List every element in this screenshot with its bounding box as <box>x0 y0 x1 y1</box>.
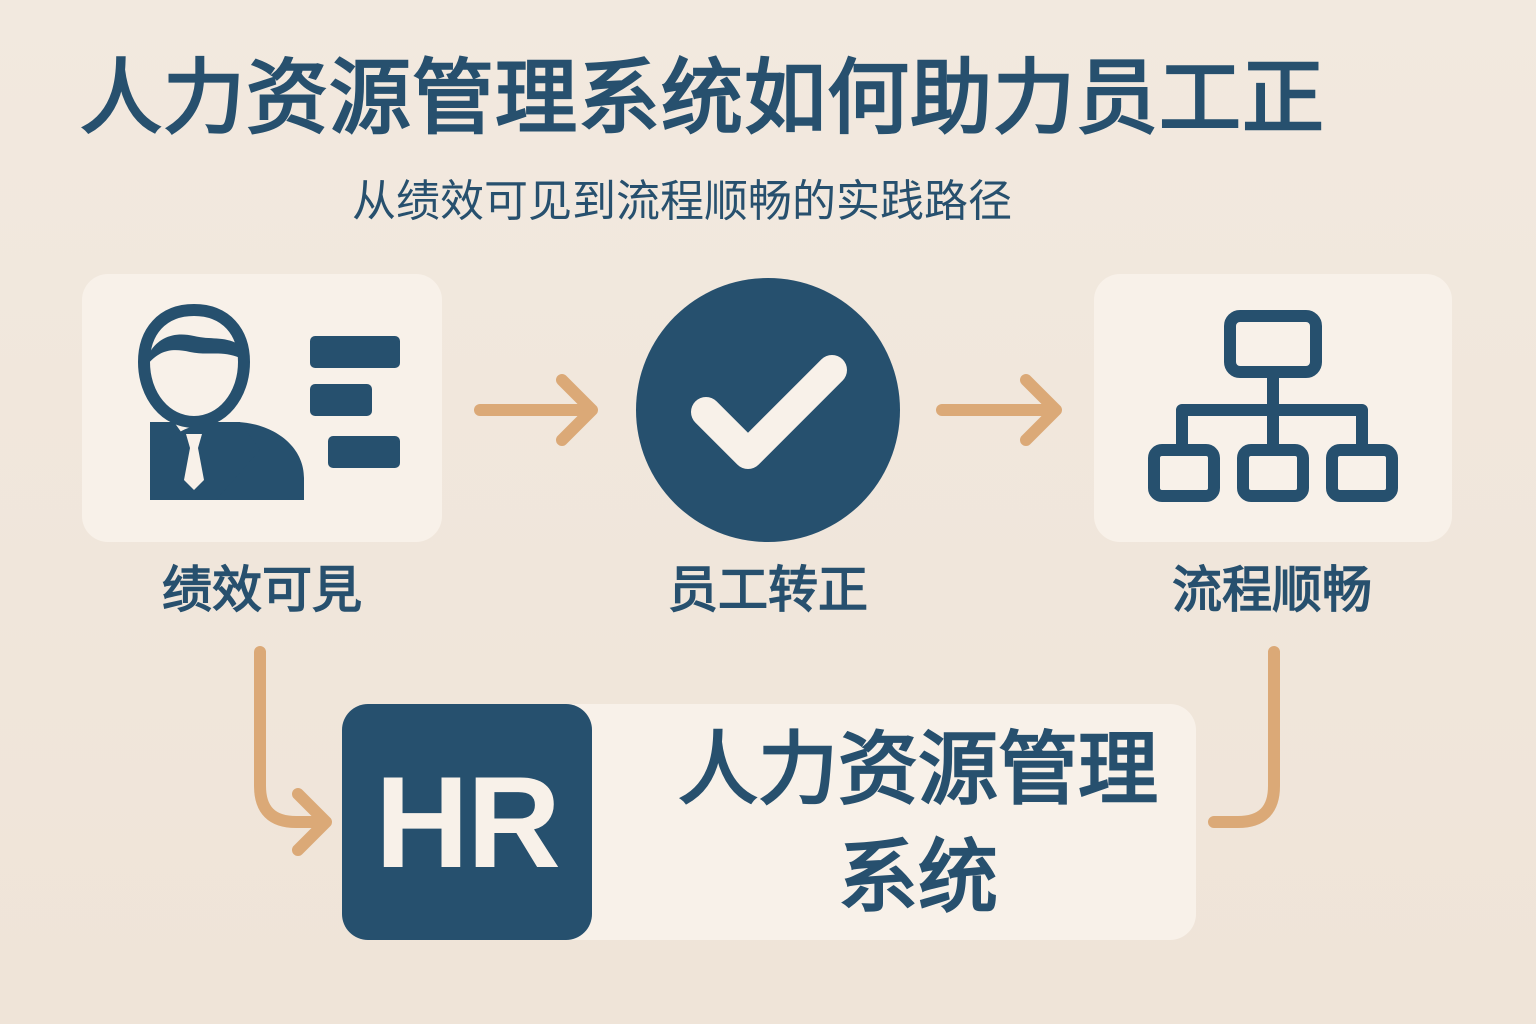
node-label-process: 流程顺畅 <box>1172 561 1372 619</box>
hr-logo-badge: HR <box>342 704 592 940</box>
arrow-down-right-icon <box>254 646 332 856</box>
person-profile-icon <box>137 303 400 500</box>
node-label-performance: 绩效可見 <box>162 561 362 619</box>
page-title: 人力资源管理系统如何助力员工正 <box>80 52 1326 146</box>
arrow-right-icon <box>474 374 598 446</box>
connector-line <box>1208 646 1280 828</box>
arrow-right-icon <box>936 374 1062 446</box>
performance-card <box>82 274 442 542</box>
check-circle-icon <box>636 278 900 542</box>
process-card <box>1094 274 1452 542</box>
hr-system-label: 人力资源管理 系统 <box>678 723 1158 924</box>
org-chart-icon <box>1148 310 1398 502</box>
node-label-confirmation: 员工转正 <box>668 561 868 619</box>
page-subtitle: 从绩效可见到流程顺畅的实践路径 <box>352 176 1012 227</box>
